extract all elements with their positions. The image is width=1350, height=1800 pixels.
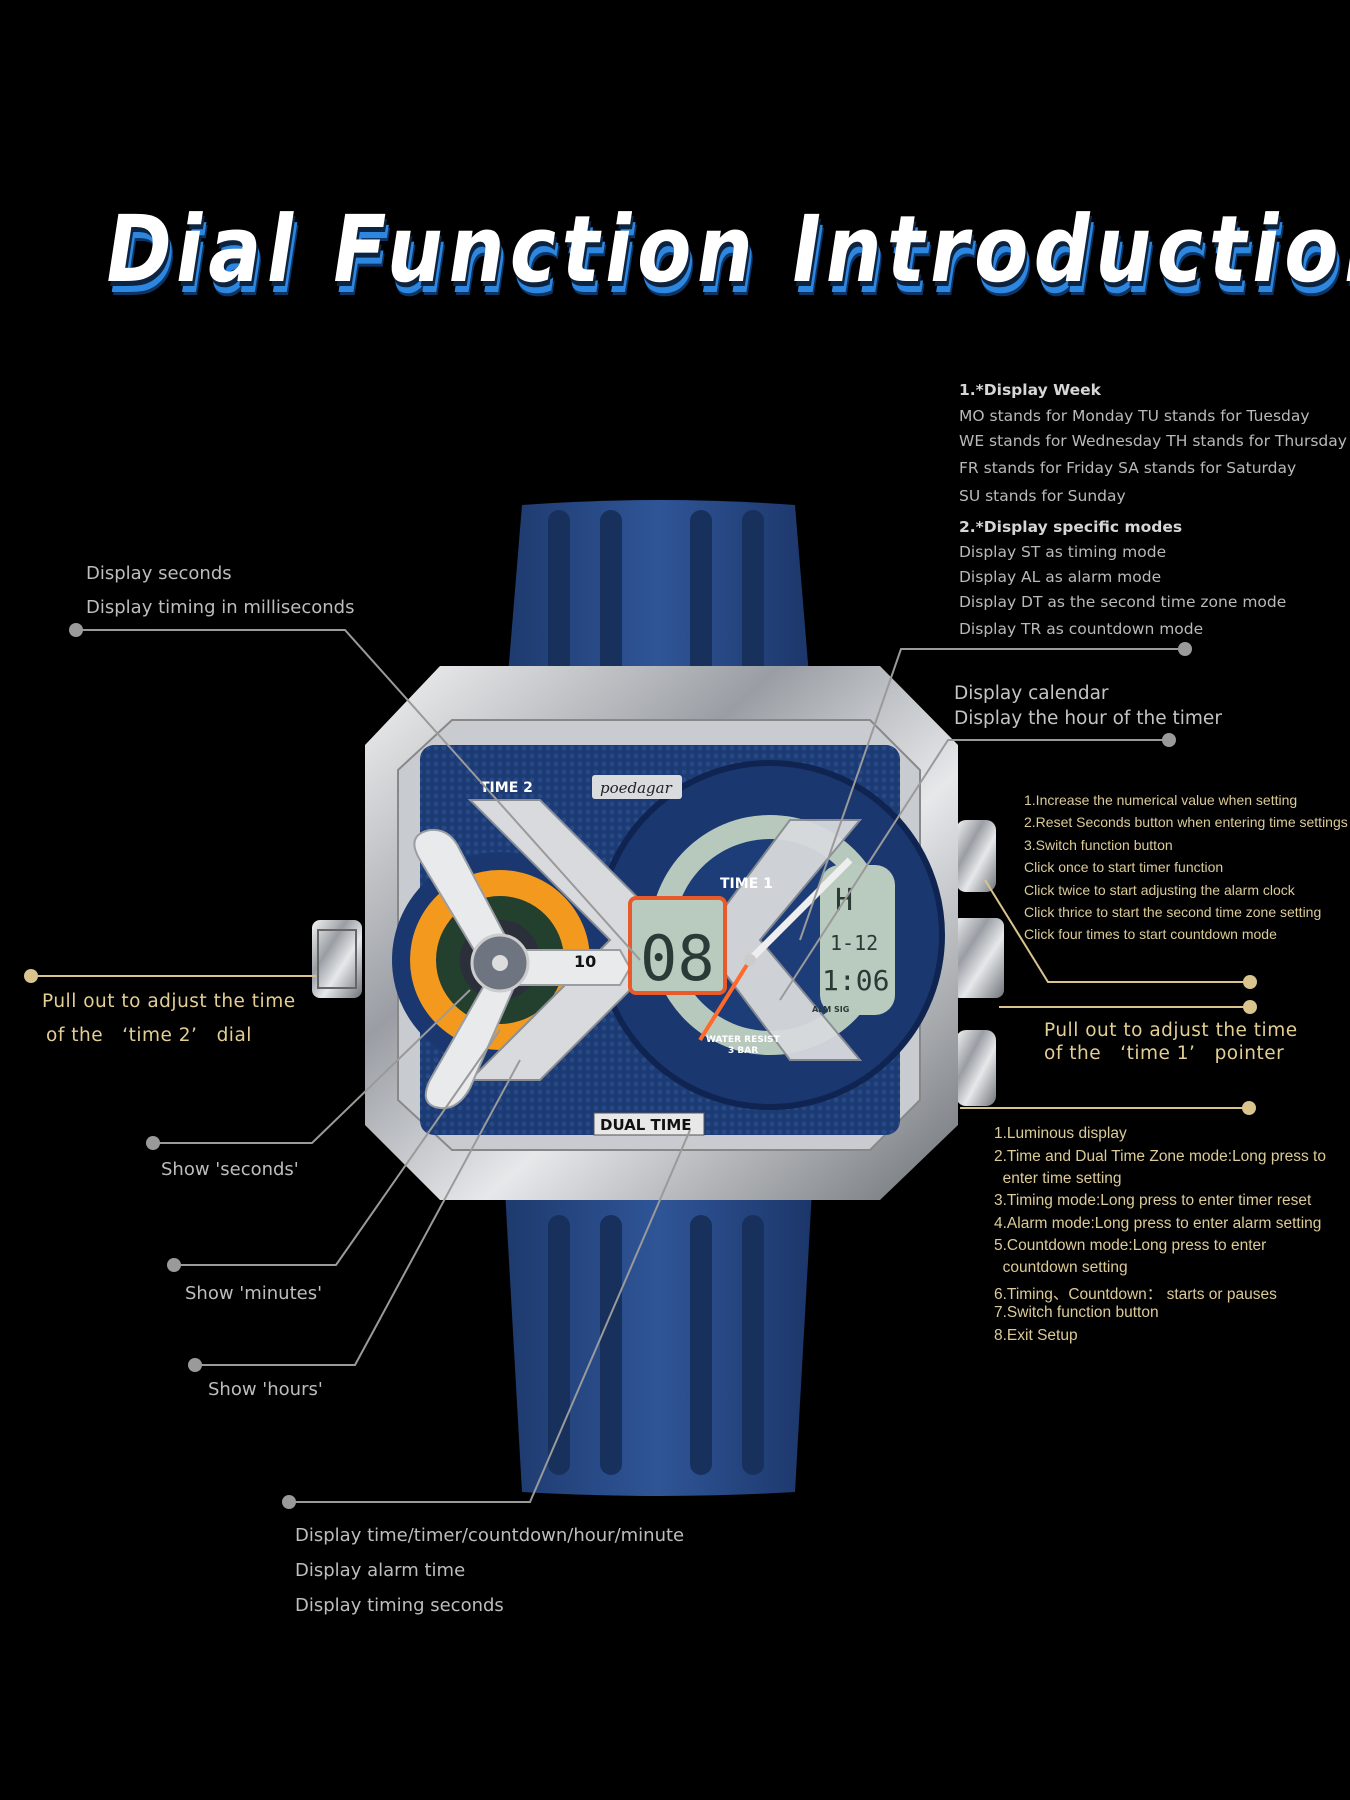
week-line: FR stands for Friday SA stands for Satur…: [959, 459, 1297, 477]
crown-left-line: of the ‘time 2’ dial: [46, 1025, 252, 1046]
week-heading: 1.*Display Week: [959, 381, 1101, 399]
bottom-button-line: 6.Timing、Countdown： starts or pauses: [994, 1286, 1277, 1303]
seconds-line: Display timing in milliseconds: [86, 597, 355, 618]
calendar-line: Display the hour of the timer: [954, 708, 1222, 729]
lcd-left: [628, 896, 727, 995]
crown-right-line: Pull out to adjust the time: [1044, 1020, 1298, 1041]
top-button-line: 1.Increase the numerical value when sett…: [1024, 792, 1298, 808]
bottom-lcd-line: Display time/timer/countdown/hour/minute: [295, 1525, 685, 1546]
bottom-button-line: 3.Timing mode:Long press to enter timer …: [994, 1192, 1312, 1209]
top-button-line: Click once to start timer function: [1024, 859, 1224, 875]
svg-text:1-12: 1-12: [830, 931, 878, 955]
crown-right-line: of the ‘time 1’ pointer: [1044, 1043, 1285, 1064]
mode-line: Display ST as timing mode: [959, 543, 1167, 561]
bottom-button-line: 1.Luminous display: [994, 1125, 1127, 1142]
top-button-line: Click twice to start adjusting the alarm…: [1024, 882, 1295, 898]
strap-top: [505, 500, 812, 712]
calendar-line: Display calendar: [954, 683, 1109, 704]
mode-line: Display AL as alarm mode: [959, 568, 1162, 586]
top-button-line: Click thrice to start the second time zo…: [1024, 904, 1322, 920]
show-seconds-label: Show 'seconds': [161, 1159, 299, 1180]
top-button-line: 2.Reset Seconds button when entering tim…: [1024, 814, 1348, 830]
bottom-button-line: 5.Countdown mode:Long press to enter: [994, 1237, 1267, 1254]
week-line: MO stands for Monday TU stands for Tuesd…: [959, 407, 1310, 425]
watch-time2-label: TIME 2: [480, 780, 533, 796]
seconds-line: Display seconds: [86, 563, 232, 584]
mode-line: Display DT as the second time zone mode: [959, 593, 1287, 611]
bottom-button-line: 2.Time and Dual Time Zone mode:Long pres…: [994, 1148, 1326, 1165]
week-line: WE stands for Wednesday TH stands for Th…: [959, 432, 1347, 450]
leader-dots: [24, 623, 1257, 1509]
bottom-lcd-line: Display timing seconds: [295, 1595, 504, 1616]
mode-line: Display TR as countdown mode: [959, 620, 1204, 638]
svg-text:WATER RESIST: WATER RESIST: [706, 1035, 781, 1045]
top-button-line: Click four times to start countdown mode: [1024, 926, 1277, 942]
lcd-left-digits: 08: [640, 922, 715, 995]
bottom-button-line: 7.Switch function button: [994, 1304, 1159, 1321]
show-minutes-label: Show 'minutes': [185, 1283, 323, 1304]
show-hours-label: Show 'hours': [208, 1379, 323, 1400]
lcd-right: [820, 865, 895, 1015]
week-line: SU stands for Sunday: [959, 487, 1126, 505]
strap-bottom: [505, 1190, 812, 1496]
watch-dual-time-label: DUAL TIME: [600, 1116, 692, 1134]
watch-brand-logo: poedagar: [600, 779, 673, 797]
svg-text:3 BAR: 3 BAR: [728, 1046, 758, 1056]
watch-time1-label: TIME 1: [720, 876, 773, 892]
svg-text:ALM SIG: ALM SIG: [812, 1005, 849, 1014]
leader-lines: [31, 629, 1250, 1503]
crown-left-icon: [312, 920, 362, 998]
top-button-line: 3.Switch function button: [1024, 837, 1173, 853]
svg-text:10: 10: [574, 952, 596, 971]
bottom-button-line: 4.Alarm mode:Long press to enter alarm s…: [994, 1215, 1322, 1232]
crown-left-line: Pull out to adjust the time: [42, 991, 296, 1012]
crown-right-icon: [952, 820, 1004, 1106]
bottom-button-line: countdown setting: [994, 1259, 1128, 1276]
modes-heading: 2.*Display specific modes: [959, 518, 1183, 536]
bottom-lcd-line: Display alarm time: [295, 1560, 466, 1581]
bottom-button-line: 8.Exit Setup: [994, 1327, 1078, 1344]
bottom-button-line: enter time setting: [994, 1170, 1122, 1187]
svg-text:1:06: 1:06: [822, 964, 889, 997]
